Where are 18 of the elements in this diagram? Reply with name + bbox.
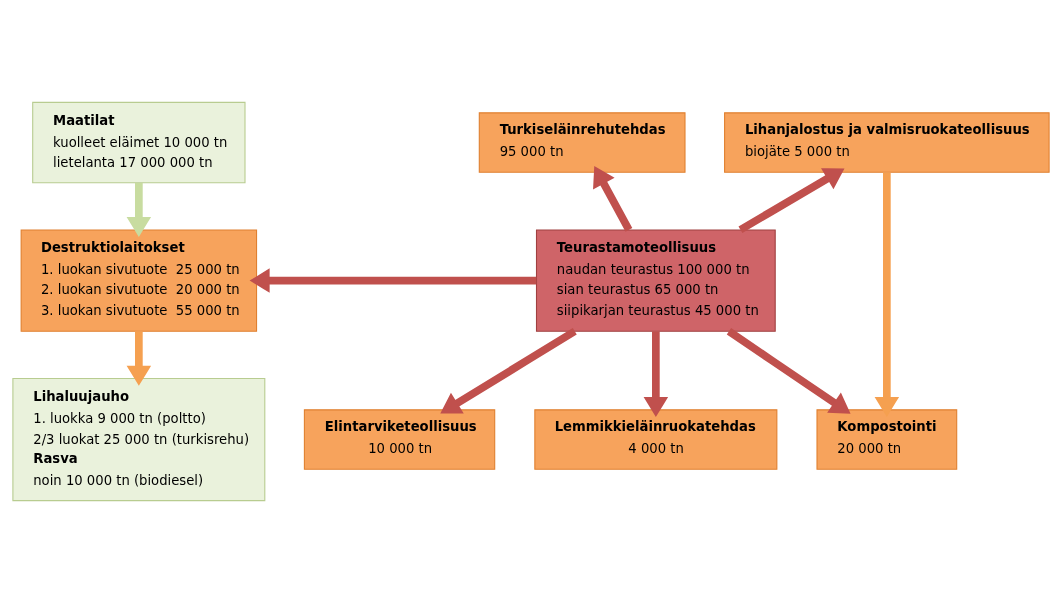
- arrow: [593, 165, 633, 232]
- node-box: Destruktiolaitokset 1. luokan sivutuote 25 000 tn 2. luokan sivutuote 20 000 tn 3. luokan sivutuote 55 000 tn: [20, 228, 258, 332]
- node-box: Turkiseläinrehutehdas 95 000 tn: [478, 111, 686, 173]
- node-box: Maatilat kuolleet eläimet 10 000 tn lietelanta 17 000 000 tn: [32, 101, 246, 183]
- node-box: Kompostointi 20 000 tn: [816, 408, 958, 470]
- arrow: [126, 330, 152, 386]
- node-box: Elintarviketeollisuus 10 000 tn: [303, 408, 496, 470]
- node-box: Teurastamoteollisuus naudan teurastus 100 000 tn sian teurastus 65 000 tn siipikarjan teurastus 45 000 tn: [535, 228, 776, 332]
- arrow: [249, 267, 537, 293]
- arrow: [726, 327, 851, 414]
- arrow: [874, 171, 900, 417]
- node-box: Lihaluujauho 1. luokka 9 000 tn (poltto) 2/3 luokat 25 000 tn (turkisrehu) Rasva noin 10 000 tn (biodiesel): [12, 377, 266, 501]
- arrow: [643, 330, 669, 417]
- arrow: [440, 327, 577, 414]
- arrow: [126, 182, 152, 237]
- node-box: Lihanjalostus ja valmisruokateollisuus biojäte 5 000 tn: [724, 111, 1050, 173]
- arrow: [738, 167, 845, 233]
- node-box: Lemmikkieläinruokatehdas 4 000 tn: [534, 408, 778, 470]
